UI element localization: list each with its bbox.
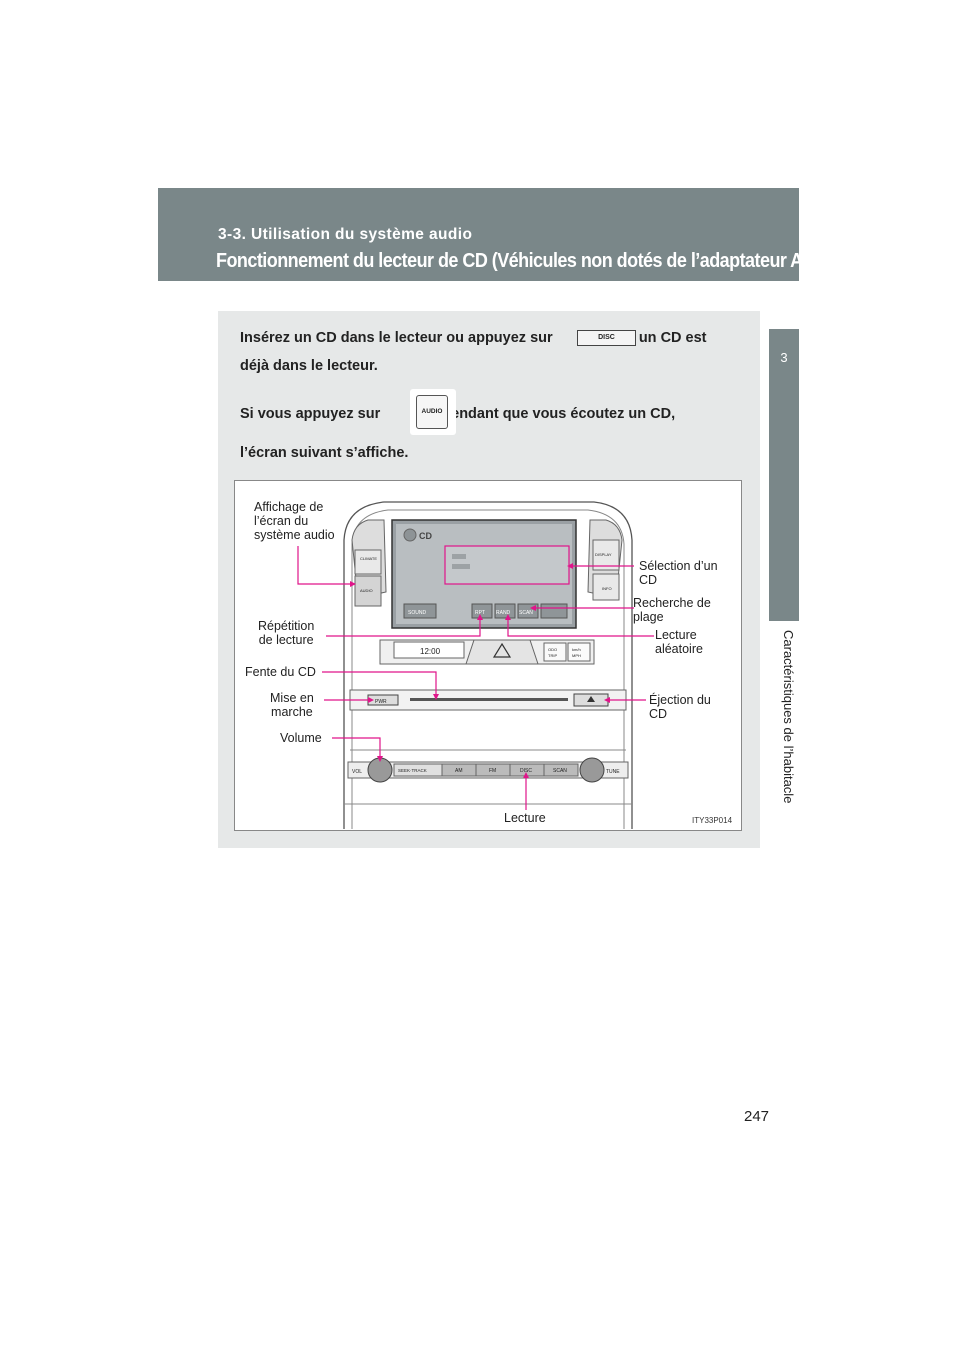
fm-label: FM bbox=[489, 768, 496, 774]
sound-label: SOUND bbox=[408, 610, 426, 616]
callout-repeat: Répétition de lecture bbox=[258, 619, 315, 647]
odo-label: ODO bbox=[548, 647, 557, 652]
climate-label: CLIMATE bbox=[360, 556, 377, 561]
disc-label: DISC bbox=[520, 768, 532, 774]
kmh-label: km/h bbox=[572, 647, 581, 652]
scan-label: SCAN bbox=[519, 610, 533, 616]
callout-cd-select: Sélection d’un CD bbox=[639, 559, 718, 587]
clock-label: 12:00 bbox=[420, 647, 441, 656]
callout-volume: Volume bbox=[280, 731, 322, 745]
callout-eject: Éjection du CD bbox=[649, 693, 711, 721]
disc-button-icon: DISC bbox=[577, 330, 636, 346]
scan2-label: SCAN bbox=[553, 768, 567, 774]
rpt-label: RPT bbox=[475, 610, 485, 616]
intro-line3-end: pendant que vous écoutez un CD, bbox=[442, 406, 676, 422]
intro-line-1: Insérez un CD dans le lecteur ou appuyez… bbox=[240, 328, 737, 348]
display-label: DISPLAY bbox=[595, 552, 612, 557]
rand-label: RAND bbox=[496, 610, 511, 616]
callout-track-search: Recherche de plage bbox=[633, 596, 711, 624]
section-title: 3-3. Utilisation du système audio bbox=[218, 226, 473, 243]
am-label: AM bbox=[455, 768, 463, 774]
callout-display: Affichage de l’écran du système audio bbox=[254, 500, 335, 542]
page-number: 247 bbox=[744, 1108, 770, 1125]
page-heading: Fonctionnement du lecteur de CD (Véhicul… bbox=[216, 250, 833, 272]
audio-unit-illustration: CLIMATE AUDIO DISPLAY INFO CD SOUND RPT … bbox=[297, 501, 654, 829]
pwr-label: PWR bbox=[375, 699, 387, 705]
callout-power: Mise en marche bbox=[270, 691, 314, 719]
audio-button-label: AUDIO bbox=[416, 395, 448, 429]
header-band bbox=[158, 188, 799, 281]
chapter-number: 3 bbox=[780, 350, 788, 365]
audio-button-icon: AUDIO bbox=[410, 389, 456, 435]
seek-track-label: SEEK·TRACK bbox=[398, 768, 427, 773]
info-label: INFO bbox=[602, 586, 612, 591]
vol-label: VOL bbox=[352, 769, 362, 775]
intro-line1-start: Insérez un CD dans le lecteur ou appuyez… bbox=[240, 330, 553, 346]
screen-cd-label: CD bbox=[419, 531, 432, 541]
panel-audio-label: AUDIO bbox=[360, 588, 373, 593]
intro-line-4: l’écran suivant s’affiche. bbox=[240, 445, 409, 461]
figure-code: ITY33P014 bbox=[692, 816, 733, 825]
intro-line1-end: si un CD est bbox=[622, 330, 707, 346]
callout-random: Lecture aléatoire bbox=[655, 628, 703, 656]
intro-line3-start: Si vous appuyez sur bbox=[240, 406, 381, 422]
mph-label: MPH bbox=[572, 653, 581, 658]
callout-slot: Fente du CD bbox=[245, 665, 316, 679]
chapter-caption: Caractéristiques de l’habitacle bbox=[781, 630, 796, 804]
callout-play: Lecture bbox=[504, 811, 546, 825]
tune-label: TUNE bbox=[606, 769, 620, 775]
chapter-tab bbox=[769, 329, 799, 621]
trip-label: TRIP bbox=[548, 653, 557, 658]
intro-line-3: Si vous appuyez sur pendant que vous éco… bbox=[240, 404, 737, 424]
intro-line-2: déjà dans le lecteur. bbox=[240, 358, 378, 374]
